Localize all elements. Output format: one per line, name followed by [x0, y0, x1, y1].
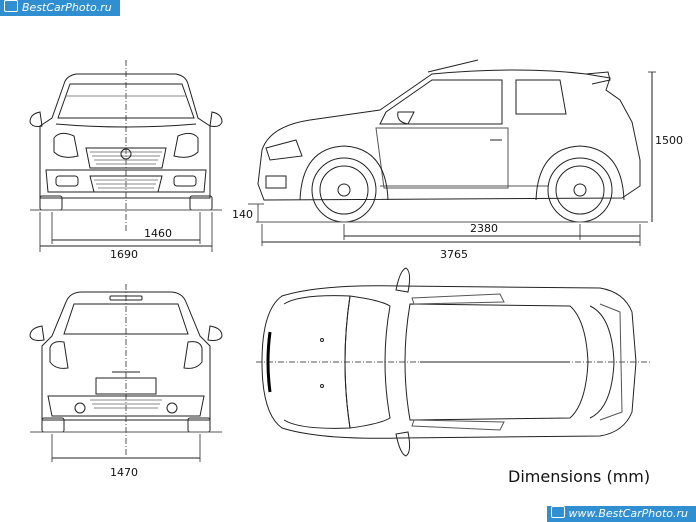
rear-view	[29, 284, 223, 462]
dim-label-overall-height: 1500	[655, 134, 683, 147]
caption-dimensions-unit: Dimensions (mm)	[508, 467, 651, 486]
dim-label-overall-length: 3765	[440, 248, 468, 261]
dim-label-ground-clearance: 140	[232, 208, 253, 221]
dim-label-rear-track: 1470	[110, 466, 138, 479]
dim-label-overall-width: 1690	[110, 248, 138, 261]
top-view	[256, 267, 650, 457]
camera-icon	[550, 506, 565, 518]
watermark-top-left: BestCarPhoto.ru	[0, 0, 120, 16]
side-view	[248, 59, 656, 246]
front-view	[29, 60, 223, 252]
camera-icon	[4, 0, 18, 12]
watermark-bottom-right: www.BestCarPhoto.ru	[546, 506, 696, 522]
dim-label-wheelbase: 2380	[470, 222, 498, 235]
dim-label-front-track: 1460	[144, 227, 172, 240]
